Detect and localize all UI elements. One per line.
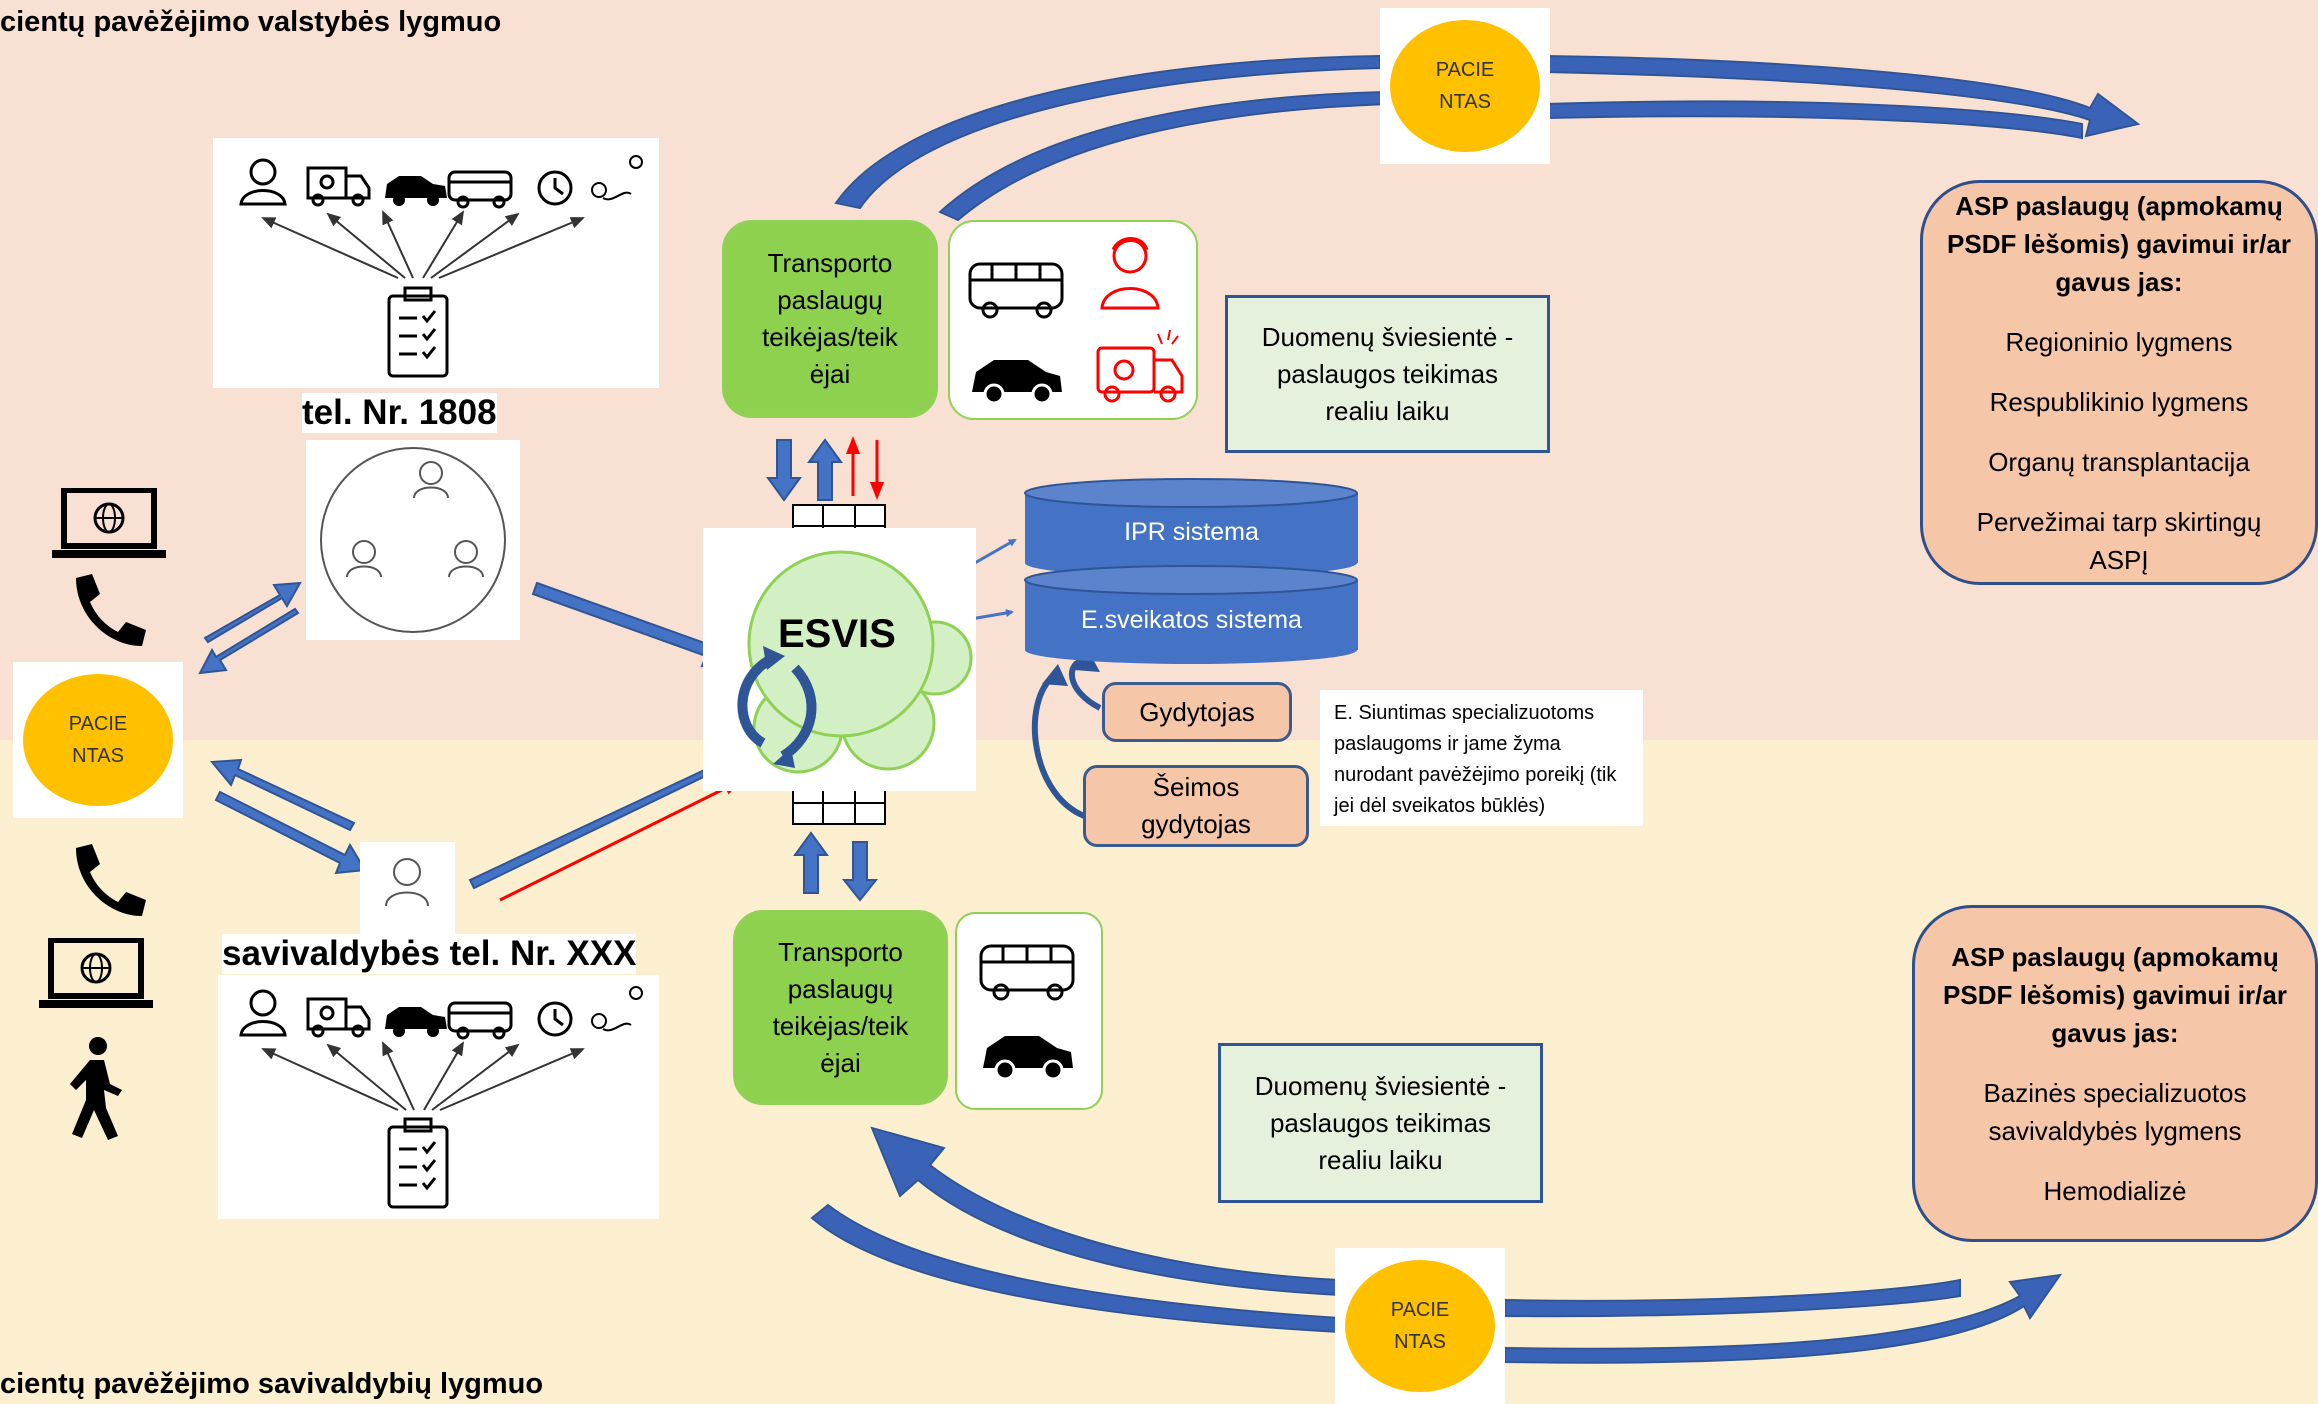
bus-icon <box>968 262 1064 319</box>
asp-item: Hemodializė <box>2043 1175 2187 1206</box>
transport-provider-state: Transporto paslaugų teikėjas/teik ėjai <box>722 220 938 418</box>
ambulance-icon <box>306 997 371 1038</box>
phone-1808-title: tel. Nr. 1808 <box>302 393 497 433</box>
operator-icon <box>448 540 484 578</box>
arc-patient-to-asp-top-lower <box>1544 100 2083 140</box>
arrow-patient-to-1808 <box>203 581 302 644</box>
asp-box-state: ASP paslaugų (apmokamų PSDF lėšomis) gav… <box>1920 180 2318 585</box>
state-level-title: cientų pavėžėjimo valstybės lygmuo <box>0 6 502 38</box>
curve-gydytojas <box>1068 657 1102 711</box>
arrow-up-bottom <box>793 831 829 894</box>
municipal-level-title: cientų pavėžėjimo savivaldybių lygmuo <box>0 1368 544 1400</box>
walking-person-icon <box>60 1036 130 1140</box>
call-center-1808 <box>306 440 520 640</box>
vehicle-panel-municipal <box>955 912 1103 1110</box>
laptop-web-icon <box>50 487 168 560</box>
arrow-municipal-to-esvis-red <box>499 780 742 902</box>
laptop-web-icon <box>37 937 155 1010</box>
phone-icon <box>68 842 148 920</box>
asp-item: Respublikinio lygmens <box>1989 386 2249 417</box>
car-icon <box>983 1036 1073 1081</box>
phone-icon <box>68 572 148 650</box>
car-icon <box>385 176 447 206</box>
asp-heading: ASP paslaugų (apmokamų PSDF lėšomis) gav… <box>1947 190 2291 297</box>
operator-icon <box>385 858 429 907</box>
operator-icon <box>413 461 449 499</box>
arrow-down-bottom <box>841 841 879 902</box>
arc-patient-to-asp-bottom-lower <box>1504 1273 2063 1364</box>
esveikatos-label: E.sveikatos sistema <box>1081 605 1302 634</box>
arc-patient-to-asp-bottom-upper <box>1504 1278 1961 1318</box>
car-icon <box>972 360 1062 405</box>
ambulance-icon <box>306 166 371 207</box>
patient-circle: PACIE NTAS <box>1390 20 1540 152</box>
ipr-label: IPR sistema <box>1124 517 1259 546</box>
asp-item: Organų transplantacija <box>1988 446 2250 477</box>
arc-patient-to-provider-bottom <box>870 1126 1341 1297</box>
dashboard-state: Duomenų šviesientė - paslaugos teikimas … <box>1225 295 1550 453</box>
service-icons-panel-state <box>213 138 659 388</box>
bus-icon <box>979 944 1075 1001</box>
arrow-patient-to-municipal-operator <box>214 790 367 875</box>
patient-card-left: PACIE NTAS <box>13 662 183 818</box>
clock-icon <box>537 170 573 206</box>
vehicle-panel-state <box>948 220 1198 420</box>
car-icon <box>385 1007 447 1037</box>
doctor-icon <box>1100 237 1160 310</box>
service-icons-panel-municipal <box>218 975 659 1219</box>
doctor-icon <box>239 989 287 1037</box>
patient-card-bottom: PACIE NTAS <box>1335 1248 1505 1404</box>
curve-seimos <box>1031 672 1091 821</box>
patient-circle: PACIE NTAS <box>23 674 173 806</box>
referral-note: E. Siuntimas specializuotoms paslaugoms … <box>1320 690 1643 826</box>
esvis-cloud <box>747 550 973 774</box>
transport-provider-municipal: Transporto paslaugų teikėjas/teik ėjai <box>733 910 948 1105</box>
arrow-municipal-to-esvis <box>468 753 740 890</box>
seimos-gydytojas-box: Šeimos gydytojas <box>1083 765 1309 847</box>
bus-icon <box>447 1001 513 1040</box>
clock-icon <box>537 1001 573 1037</box>
doctor-icon <box>239 158 287 206</box>
asp-item: Pervežimai tarp skirtingų ASPĮ <box>1976 506 2262 575</box>
arc-patient-to-asp-top-upper <box>1544 54 2141 138</box>
clipboard-icon <box>387 1117 449 1209</box>
patient-card-top: PACIE NTAS <box>1380 8 1550 164</box>
dashboard-municipal: Duomenų šviesientė - paslaugos teikimas … <box>1218 1043 1543 1203</box>
bus-icon <box>447 170 513 209</box>
gydytojas-box: Gydytojas <box>1102 682 1292 742</box>
asp-item: Regioninio lygmens <box>2005 326 2233 357</box>
esveikatos-database <box>1024 565 1358 664</box>
arrow-1808-to-patient <box>198 607 300 675</box>
phone-municipal-title: savivaldybės tel. Nr. XXX <box>222 934 637 974</box>
asp-item: Bazinės specializuotos savivaldybės lygm… <box>1983 1077 2247 1146</box>
route-icon <box>591 986 643 1032</box>
esvis-panel: ESVIS <box>703 528 976 791</box>
arc-provider-to-patient-bottom <box>810 1203 1341 1334</box>
patient-circle: PACIE NTAS <box>1345 1260 1495 1392</box>
esvis-label: ESVIS <box>778 612 896 656</box>
arrow-municipal-operator-to-patient <box>209 758 356 832</box>
asp-heading: ASP paslaugų (apmokamų PSDF lėšomis) gav… <box>1943 941 2287 1048</box>
arrow-provider-down-top <box>766 439 802 502</box>
arrow-esvis-up-top <box>807 438 843 501</box>
ambulance-icon <box>1096 329 1184 403</box>
clipboard-icon <box>387 286 449 378</box>
route-icon <box>591 155 643 201</box>
asp-box-municipal: ASP paslaugų (apmokamų PSDF lėšomis) gav… <box>1912 905 2318 1242</box>
operator-icon <box>346 540 382 578</box>
operator-card-municipal <box>360 842 455 935</box>
